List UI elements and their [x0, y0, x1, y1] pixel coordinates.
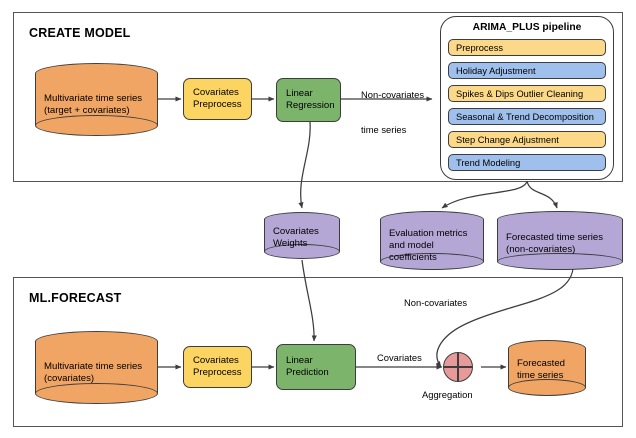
- pipeline-step-label: Trend Modeling: [456, 157, 521, 168]
- pipeline-step-label: Holiday Adjustment: [456, 65, 536, 76]
- edge-label-covariates: Covariates: [377, 352, 422, 364]
- ml-forecast-title: ML.FORECAST: [29, 291, 122, 305]
- output-store-line-1: Forecasted: [517, 358, 565, 369]
- linear-prediction-text: Linear Prediction: [286, 355, 329, 379]
- store-label-line-2: (target + covariates): [44, 105, 130, 117]
- evaluation-metrics-line-3: coefficients: [389, 252, 437, 264]
- evaluation-metrics-line-2: and model: [389, 240, 434, 252]
- cylinder-bottom: [380, 253, 484, 270]
- edge-label-noncovariates-time-series: Non-covariates time series: [361, 65, 424, 159]
- covariates-preprocess-line-2: Preprocess: [193, 367, 242, 378]
- ml-forecast-frame: [13, 277, 623, 427]
- ml-forecast-linear-prediction[interactable]: Linear Prediction: [276, 344, 356, 390]
- edge-pipeline-to-forecasted-noncov: [526, 180, 558, 209]
- forecasted-noncov-line-2: (non-covariates): [506, 244, 576, 256]
- pipeline-step-preprocess[interactable]: Preprocess: [448, 39, 606, 56]
- pipeline-step-holiday-adjustment[interactable]: Holiday Adjustment: [448, 62, 606, 79]
- output-store-line-2: time series: [517, 370, 564, 382]
- forecasted-noncovariates-label: Forecasted time series (non-covariates): [506, 232, 617, 256]
- ml-forecast-covariates-preprocess[interactable]: Covariates Preprocess: [183, 346, 252, 388]
- aggregation-node[interactable]: [443, 352, 473, 382]
- edge-label-noncovariates-bottom: Non-covariates: [404, 297, 467, 309]
- pipeline-step-trend-modeling[interactable]: Trend Modeling: [448, 154, 606, 171]
- covariates-weights-label: Covariates Weights: [273, 226, 334, 250]
- store-label-line-1: Multivariate time series: [44, 93, 143, 104]
- create-model-frame: [13, 12, 623, 182]
- ml-forecast-input-store: Multivariate time series (covariates): [35, 331, 158, 404]
- forecasted-noncovariates-store: Forecasted time series (non-covariates): [497, 211, 623, 270]
- pipeline-step-label: Preprocess: [456, 42, 504, 53]
- linear-regression-line-2: Regression: [286, 100, 335, 111]
- ml-forecast-output-store-label: Forecasted time series: [517, 358, 580, 382]
- arima-plus-pipeline: ARIMA_PLUS pipeline Preprocess Holiday A…: [440, 16, 614, 180]
- covariates-weights-line-1: Covariates: [273, 226, 319, 237]
- cylinder-bottom: [264, 244, 340, 259]
- cylinder-bottom: [35, 383, 158, 404]
- create-model-linear-regression[interactable]: Linear Regression: [276, 78, 341, 122]
- pipeline-step-seasonal-trend-decomposition[interactable]: Seasonal & Trend Decomposition: [448, 108, 606, 125]
- pipeline-step-label: Step Change Adjustment: [456, 134, 559, 145]
- aggregation-label-text: Aggregation: [422, 389, 473, 400]
- ml-forecast-output-store: Forecasted time series: [508, 340, 586, 396]
- linear-regression-text: Linear Regression: [286, 88, 335, 112]
- evaluation-metrics-line-1: Evaluation metrics: [389, 228, 468, 239]
- evaluation-metrics-store: Evaluation metrics and model coefficient…: [380, 211, 484, 270]
- covariates-weights-line-2: Weights: [273, 238, 308, 250]
- evaluation-metrics-label: Evaluation metrics and model coefficient…: [389, 228, 478, 265]
- pipeline-step-spikes-dips-outlier-cleaning[interactable]: Spikes & Dips Outlier Cleaning: [448, 85, 606, 102]
- ml-forecast-input-store-label: Multivariate time series (covariates): [44, 361, 152, 385]
- create-model-input-store-label: Multivariate time series (target + covar…: [44, 93, 152, 117]
- cylinder-bottom: [497, 253, 623, 270]
- edge-label-covariates-text: Covariates: [377, 352, 422, 363]
- covariates-preprocess-text: Covariates Preprocess: [193, 355, 242, 379]
- edge-label-noncovariates-text: Non-covariates: [404, 297, 468, 308]
- pipeline-step-label: Seasonal & Trend Decomposition: [456, 111, 594, 122]
- pipeline-step-label: Spikes & Dips Outlier Cleaning: [456, 88, 584, 99]
- covariates-weights-store: Covariates Weights: [264, 212, 340, 259]
- cylinder-bottom: [35, 115, 158, 136]
- create-model-input-store: Multivariate time series (target + covar…: [35, 63, 158, 136]
- cylinder-bottom: [508, 379, 586, 396]
- arima-plus-pipeline-title: ARIMA_PLUS pipeline: [472, 22, 582, 33]
- covariates-preprocess-line-1: Covariates: [193, 86, 239, 98]
- store-label-line-1: Multivariate time series: [44, 361, 143, 372]
- linear-prediction-line-2: Prediction: [286, 367, 329, 378]
- edge-label-line-2: time series: [361, 123, 407, 135]
- create-model-covariates-preprocess[interactable]: Covariates Preprocess: [183, 78, 252, 120]
- aggregation-label: Aggregation: [422, 389, 473, 401]
- covariates-preprocess-line-2: Preprocess: [193, 99, 242, 110]
- linear-regression-line-1: Linear: [286, 87, 313, 99]
- create-model-title: CREATE MODEL: [29, 26, 131, 40]
- linear-prediction-line-1: Linear: [286, 354, 313, 366]
- forecasted-noncov-line-1: Forecasted time series: [506, 232, 604, 243]
- pipeline-step-step-change-adjustment[interactable]: Step Change Adjustment: [448, 131, 606, 148]
- edge-pipeline-to-evaluation-metrics: [441, 180, 528, 209]
- covariates-preprocess-line-1: Covariates: [193, 354, 239, 366]
- covariates-preprocess-text: Covariates Preprocess: [193, 87, 242, 111]
- edge-label-line-1: Non-covariates: [361, 88, 425, 100]
- store-label-line-2: (covariates): [44, 373, 95, 385]
